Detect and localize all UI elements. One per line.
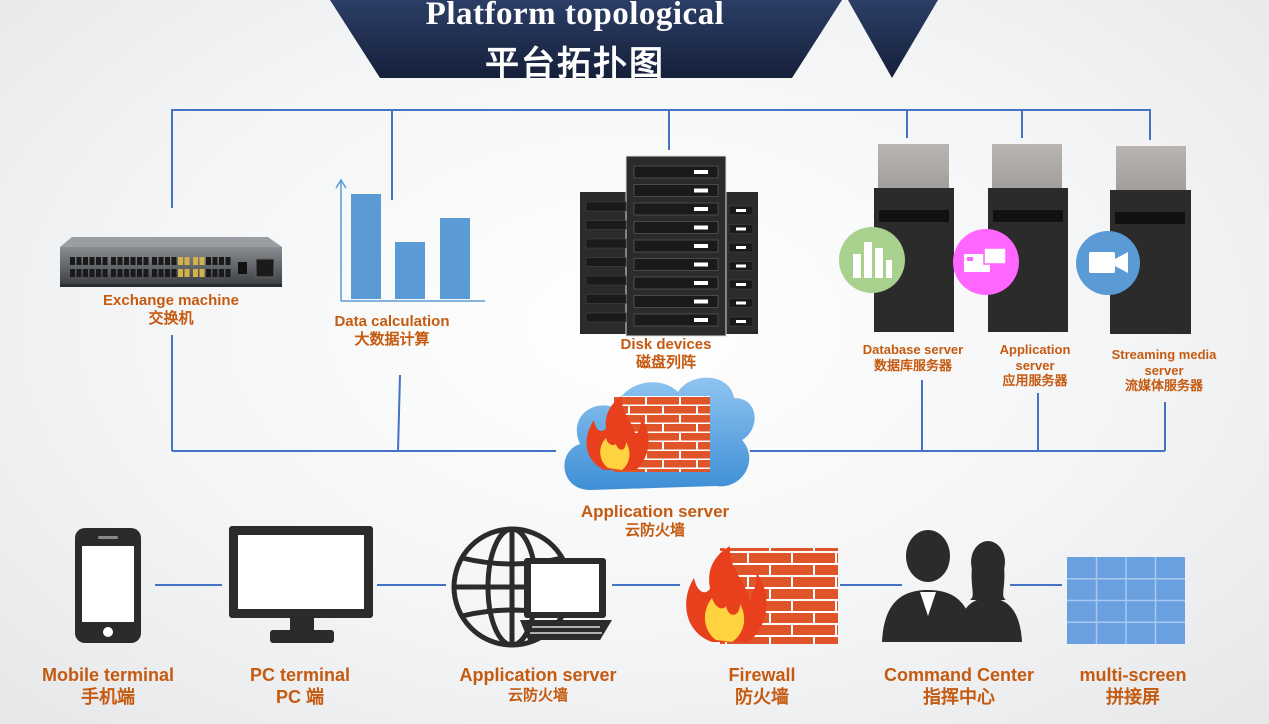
pc-terminal-label: PC terminal PC 端 [249, 665, 351, 707]
application-server-label: Application server 云防火墙 [459, 665, 617, 704]
streaming-server-label: Streaming media server 流媒体服务器 [1111, 347, 1217, 394]
firewall-icon [686, 546, 838, 644]
monitor-icon [229, 526, 373, 643]
multi-screen-label: multi-screen 拼接屏 [1079, 665, 1187, 707]
video-wall-icon [1067, 557, 1185, 644]
command-center-label: Command Center 指挥中心 [883, 665, 1035, 707]
disk-devices-label: Disk devices 磁盘列阵 [620, 336, 712, 371]
firewall-label: Firewall 防火墙 [728, 665, 796, 707]
application-server-top-label: Application server 应用服务器 [999, 342, 1071, 389]
connection-lines [155, 109, 1166, 586]
cloud-firewall-label: Application server 云防火墙 [580, 502, 730, 540]
mobile-terminal-label: Mobile terminal 手机端 [41, 665, 175, 707]
server-rack-icon [580, 155, 758, 337]
people-icon [882, 530, 1022, 642]
data-calculation-label: Data calculation 大数据计算 [334, 313, 450, 348]
title-banner [330, 0, 938, 78]
page-title-en: Platform topological [425, 0, 725, 32]
globe-laptop-icon [451, 526, 612, 648]
database-icon [839, 227, 905, 293]
video-camera-icon [1076, 231, 1140, 295]
cloud-firewall-icon [564, 377, 755, 490]
app-window-icon [953, 229, 1019, 295]
bar-chart-icon [335, 178, 485, 302]
database-server-label: Database server 数据库服务器 [862, 342, 964, 373]
page-title-cn: 平台拓扑图 [485, 44, 665, 84]
exchange-label: Exchange machine 交换机 [103, 292, 239, 327]
smartphone-icon [75, 528, 141, 643]
switch-icon [60, 237, 282, 287]
